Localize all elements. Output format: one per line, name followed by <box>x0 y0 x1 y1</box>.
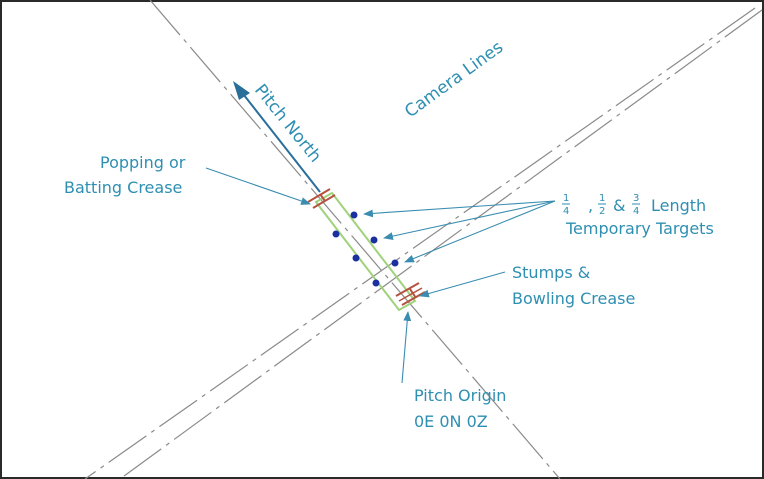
target-marker <box>391 259 399 267</box>
pitch-north-arrowhead <box>233 81 250 100</box>
length-label: Length <box>651 196 706 215</box>
pitch-origin-leader <box>401 311 412 384</box>
pitch-origin-label-line2: 0E 0N 0Z <box>414 412 488 431</box>
pitch-north-label: Pitch North <box>250 81 325 167</box>
bowling-crease <box>395 282 426 306</box>
target-marker <box>352 254 360 262</box>
pitch-axis-line <box>149 0 561 479</box>
fraction-separator-amp: & <box>613 196 625 215</box>
popping-crease-leader <box>205 167 311 205</box>
temporary-targets-label: Temporary Targets <box>565 219 714 238</box>
target-marker <box>372 279 380 287</box>
fraction-half-numerator: 1 <box>599 193 605 204</box>
fraction-three-quarter-numerator: 3 <box>633 193 639 204</box>
fraction-half-denominator: 2 <box>599 206 605 217</box>
fraction-quarter-denominator: 4 <box>563 206 569 217</box>
target-marker <box>350 211 358 219</box>
target-marker <box>370 236 378 244</box>
target-leader-quarter <box>363 200 556 218</box>
fraction-quarter-numerator: 1 <box>563 193 569 204</box>
length-fractions-label: 1 4 , 1 2 & 3 4 Length <box>562 193 706 217</box>
popping-crease-label-line1: Popping or <box>100 153 186 172</box>
popping-crease <box>307 188 336 209</box>
pitch-strip <box>314 191 417 312</box>
popping-crease-label-line2: Batting Crease <box>64 178 182 197</box>
stumps-leader <box>419 271 506 298</box>
fraction-separator-comma: , <box>588 196 593 215</box>
temporary-targets <box>332 211 399 287</box>
camera-line-upper <box>84 7 756 479</box>
target-marker <box>332 230 340 238</box>
target-leader-half <box>383 200 556 240</box>
target-leader-three-quarter <box>404 200 556 263</box>
fraction-three-quarter-denominator: 4 <box>633 206 639 217</box>
stumps-label-line1: Stumps & <box>512 263 590 282</box>
stumps-label-line2: Bowling Crease <box>512 289 635 308</box>
pitch-origin-label-line1: Pitch Origin <box>414 386 506 405</box>
camera-line-lower <box>119 9 763 479</box>
pitch-north-arrow <box>239 89 321 193</box>
camera-lines-label: Camera Lines <box>401 37 507 122</box>
